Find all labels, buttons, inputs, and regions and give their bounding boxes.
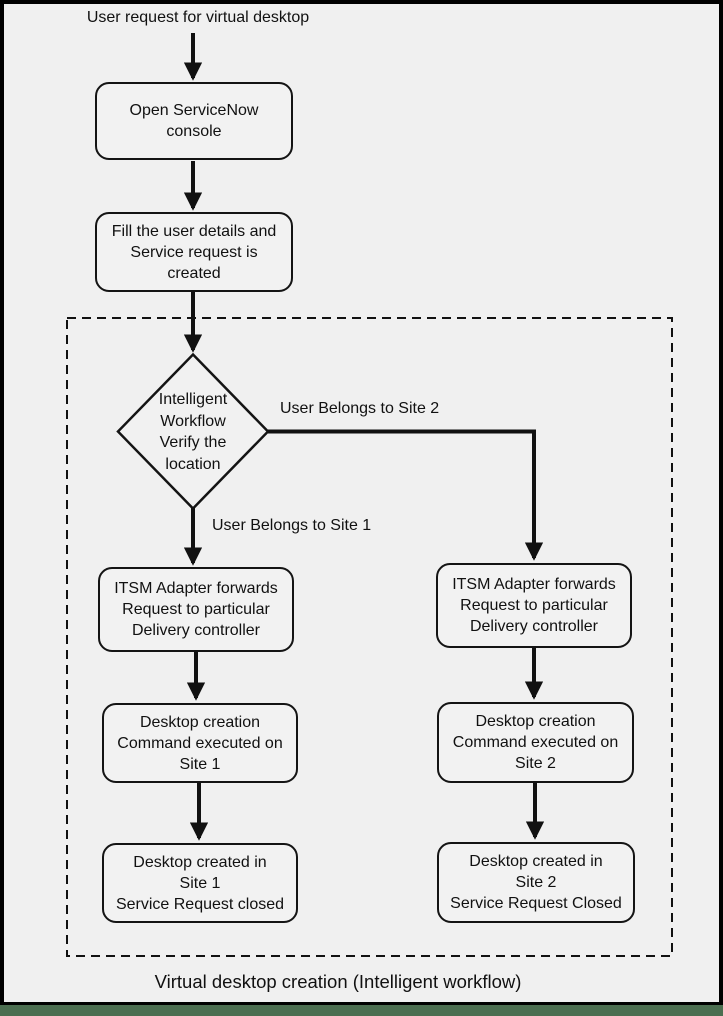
bottom-green-bar bbox=[0, 1002, 723, 1016]
intelligent-workflow-dashed-container bbox=[66, 317, 673, 957]
edge-label-site1: User Belongs to Site 1 bbox=[212, 517, 372, 534]
node-desktop-created-site1-label: Desktop created in Site 1 Service Reques… bbox=[115, 853, 285, 913]
node-desktop-creation-site2: Desktop creation Command executed on Sit… bbox=[437, 702, 634, 783]
diagram-caption: Virtual desktop creation (Intelligent wo… bbox=[154, 971, 522, 992]
node-open-servicenow-console-label: Open ServiceNow console bbox=[129, 102, 259, 140]
node-fill-user-details: Fill the user details and Service reques… bbox=[95, 212, 293, 292]
decision-diamond-verify-location bbox=[116, 352, 270, 511]
node-open-servicenow-console: Open ServiceNow console bbox=[95, 82, 293, 160]
node-itsm-adapter-right: ITSM Adapter forwards Request to particu… bbox=[436, 563, 632, 648]
node-desktop-created-site2: Desktop created in Site 2 Service Reques… bbox=[437, 842, 635, 923]
diagram-start-label: User request for virtual desktop bbox=[86, 9, 310, 26]
arrow-diamond-to-itsm-right bbox=[268, 429, 544, 561]
node-itsm-adapter-left-label: ITSM Adapter forwards Request to particu… bbox=[114, 580, 278, 639]
node-itsm-adapter-right-label: ITSM Adapter forwards Request to particu… bbox=[452, 576, 616, 635]
node-desktop-created-site2-label: Desktop created in Site 2 Service Reques… bbox=[450, 853, 622, 912]
edge-label-site2: User Belongs to Site 2 bbox=[280, 400, 440, 417]
node-desktop-creation-site2-label: Desktop creation Command executed on Sit… bbox=[452, 713, 619, 772]
node-fill-user-details-label: Fill the user details and Service reques… bbox=[111, 222, 277, 282]
node-desktop-created-site1: Desktop created in Site 1 Service Reques… bbox=[102, 843, 298, 923]
node-itsm-adapter-left: ITSM Adapter forwards Request to particu… bbox=[98, 567, 294, 652]
node-desktop-creation-site1: Desktop creation Command executed on Sit… bbox=[102, 703, 298, 783]
node-desktop-creation-site1-label: Desktop creation Command executed on Sit… bbox=[117, 713, 283, 773]
decision-diamond-label: Intelligent Workflow Verify the location bbox=[158, 391, 228, 473]
